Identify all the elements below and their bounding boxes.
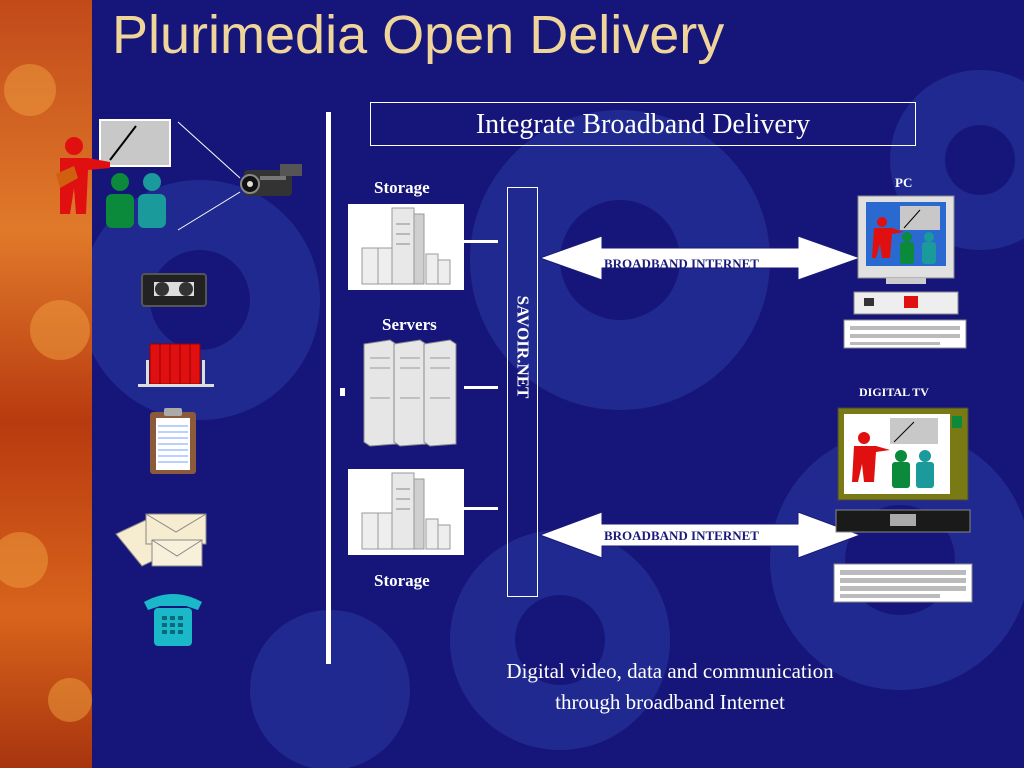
storage-top-image [348,204,464,290]
storage-icon [361,207,451,285]
arrow-bottom-label: BROADBAND INTERNET [604,528,759,543]
storage-bottom-label: Storage [374,571,430,590]
header-text: Integrate Broadband Delivery [475,109,811,140]
books-icon [138,343,214,387]
storage-bottom-image [348,469,464,555]
clipboard-icon [150,408,196,474]
server-icon [363,339,457,447]
storage-icon [361,472,451,550]
servers-label: Servers [382,315,437,334]
caption: Digital video, data and communication th… [430,656,910,718]
videotape-icon [141,273,207,307]
tv-icon [833,407,973,603]
slide-title: Plurimedia Open Delivery [112,5,725,65]
storage-top-label: Storage [374,178,430,197]
savoir-net-box [507,187,538,597]
tv-label: DIGITAL TV [859,385,929,399]
savoir-net-label: SAVOIR.NET [513,295,533,399]
savoir-net-label-wrap: SAVOIR.NET [507,187,538,597]
presenter-icon [56,119,171,228]
telephone-icon [144,594,202,646]
camcorder-icon [240,164,302,196]
header-box: Integrate Broadband Delivery [370,102,916,146]
caption-line-2: through broadband Internet [555,690,785,714]
envelopes-icon [115,513,207,567]
pc-label: PC [895,175,913,190]
caption-line-1: Digital video, data and communication [506,659,834,683]
pc-icon [843,195,967,349]
arrow-top-label: BROADBAND INTERNET [604,256,759,271]
